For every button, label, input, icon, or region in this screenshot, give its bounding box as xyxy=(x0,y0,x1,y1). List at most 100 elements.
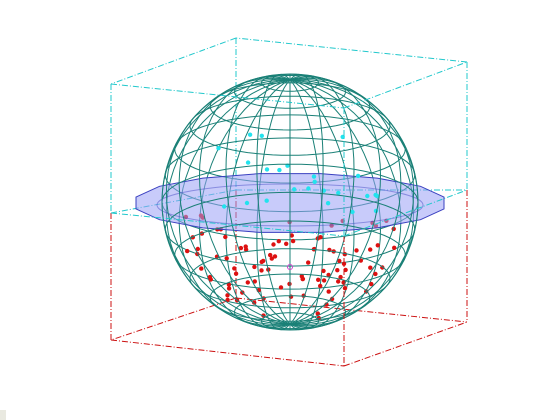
lower-point xyxy=(373,271,378,277)
upper-point xyxy=(264,198,269,203)
upper-box-edge xyxy=(110,212,345,237)
sphere-meridian-line xyxy=(226,77,402,314)
sphere-latitude-line xyxy=(174,220,406,259)
lower-point xyxy=(316,277,321,282)
lower-point xyxy=(207,274,213,280)
corner-mark xyxy=(0,410,6,420)
lower-point xyxy=(224,256,229,261)
lower-point xyxy=(226,286,232,291)
upper-box-edge xyxy=(343,61,468,109)
upper-point xyxy=(355,173,361,179)
lower-box-edge xyxy=(110,297,237,341)
sphere-latitude-line xyxy=(165,137,416,175)
sphere-wireframe-front xyxy=(161,73,419,331)
lower-point xyxy=(252,279,257,284)
lower-point xyxy=(321,278,327,283)
lower-point xyxy=(289,233,294,238)
lower-point xyxy=(337,258,342,264)
upper-point xyxy=(292,187,297,192)
upper-point xyxy=(264,167,270,172)
upper-point xyxy=(306,186,311,191)
lower-point xyxy=(299,274,304,279)
upper-point xyxy=(311,174,317,179)
sphere-latitude-line xyxy=(233,80,346,109)
sphere-meridian-line xyxy=(289,123,415,325)
sphere-meridian-line xyxy=(225,75,291,325)
sphere-latitude-line xyxy=(162,163,419,203)
sphere-latitude-line xyxy=(189,248,391,284)
upper-point xyxy=(325,201,331,206)
upper-point xyxy=(222,204,227,209)
lower-point xyxy=(259,259,264,265)
center-marker-dot xyxy=(287,264,293,270)
sphere-outline xyxy=(161,73,419,331)
lower-point xyxy=(306,260,311,265)
sphere-meridian-line xyxy=(289,74,324,325)
lower-point xyxy=(185,248,190,254)
lower-point xyxy=(252,300,257,305)
lower-box-edge xyxy=(235,297,468,323)
lower-point xyxy=(335,268,340,273)
lower-point xyxy=(338,274,343,280)
lower-point xyxy=(225,297,230,303)
lower-point xyxy=(368,265,373,270)
lower-point xyxy=(375,243,380,248)
upper-point xyxy=(350,209,355,215)
lower-point xyxy=(369,281,374,287)
upper-box-edge xyxy=(235,37,468,63)
lower-point xyxy=(272,254,278,259)
lower-point xyxy=(238,245,244,251)
upper-point xyxy=(336,190,341,196)
upper-box-edge xyxy=(110,37,237,85)
upper-point-cloud xyxy=(216,132,380,215)
lower-point xyxy=(195,246,200,252)
upper-point xyxy=(259,133,264,138)
lower-point xyxy=(392,245,397,250)
lower-point xyxy=(245,280,250,285)
upper-box-edge xyxy=(110,83,345,109)
sphere-latitude-line xyxy=(164,229,415,267)
sphere-meridian-line xyxy=(165,123,291,325)
lower-point xyxy=(284,241,289,246)
upper-point xyxy=(277,167,282,173)
lower-box-front-edges xyxy=(110,190,468,367)
lower-point xyxy=(326,272,331,278)
lower-point xyxy=(288,294,294,299)
lower-point xyxy=(318,235,323,240)
lower-point xyxy=(259,268,264,273)
lower-point xyxy=(290,238,296,244)
lower-point xyxy=(269,256,274,261)
sphere-meridian-line xyxy=(256,74,291,325)
lower-point xyxy=(342,286,348,291)
upper-point xyxy=(312,179,317,184)
upper-point xyxy=(365,193,370,199)
sphere-meridian-line xyxy=(162,212,291,325)
lower-point xyxy=(226,282,232,287)
upper-box-front-edges xyxy=(110,37,468,237)
sphere-latitude-line xyxy=(176,114,406,147)
lower-box-edge xyxy=(110,339,345,367)
sphere-latitude-line xyxy=(209,273,371,307)
lower-point xyxy=(321,268,326,274)
sphere-latitude-line xyxy=(209,95,371,131)
lower-point xyxy=(223,234,228,240)
lower-point xyxy=(276,239,281,244)
lower-point xyxy=(329,296,335,302)
lower-point xyxy=(368,247,373,252)
upper-point xyxy=(244,200,250,206)
lower-point xyxy=(233,271,239,276)
sphere-meridian-line xyxy=(289,90,402,325)
sphere-latitude-line xyxy=(217,82,366,99)
lower-point xyxy=(271,242,276,247)
lower-point xyxy=(232,266,237,271)
upper-point xyxy=(373,192,378,198)
sphere-meridian-line xyxy=(178,77,354,314)
lower-point xyxy=(336,279,341,284)
upper-point xyxy=(245,160,251,165)
lower-point xyxy=(354,248,359,253)
sphere-meridian-line xyxy=(289,79,382,325)
lower-point xyxy=(243,247,249,252)
lower-point xyxy=(225,293,230,298)
lower-point xyxy=(318,283,323,289)
